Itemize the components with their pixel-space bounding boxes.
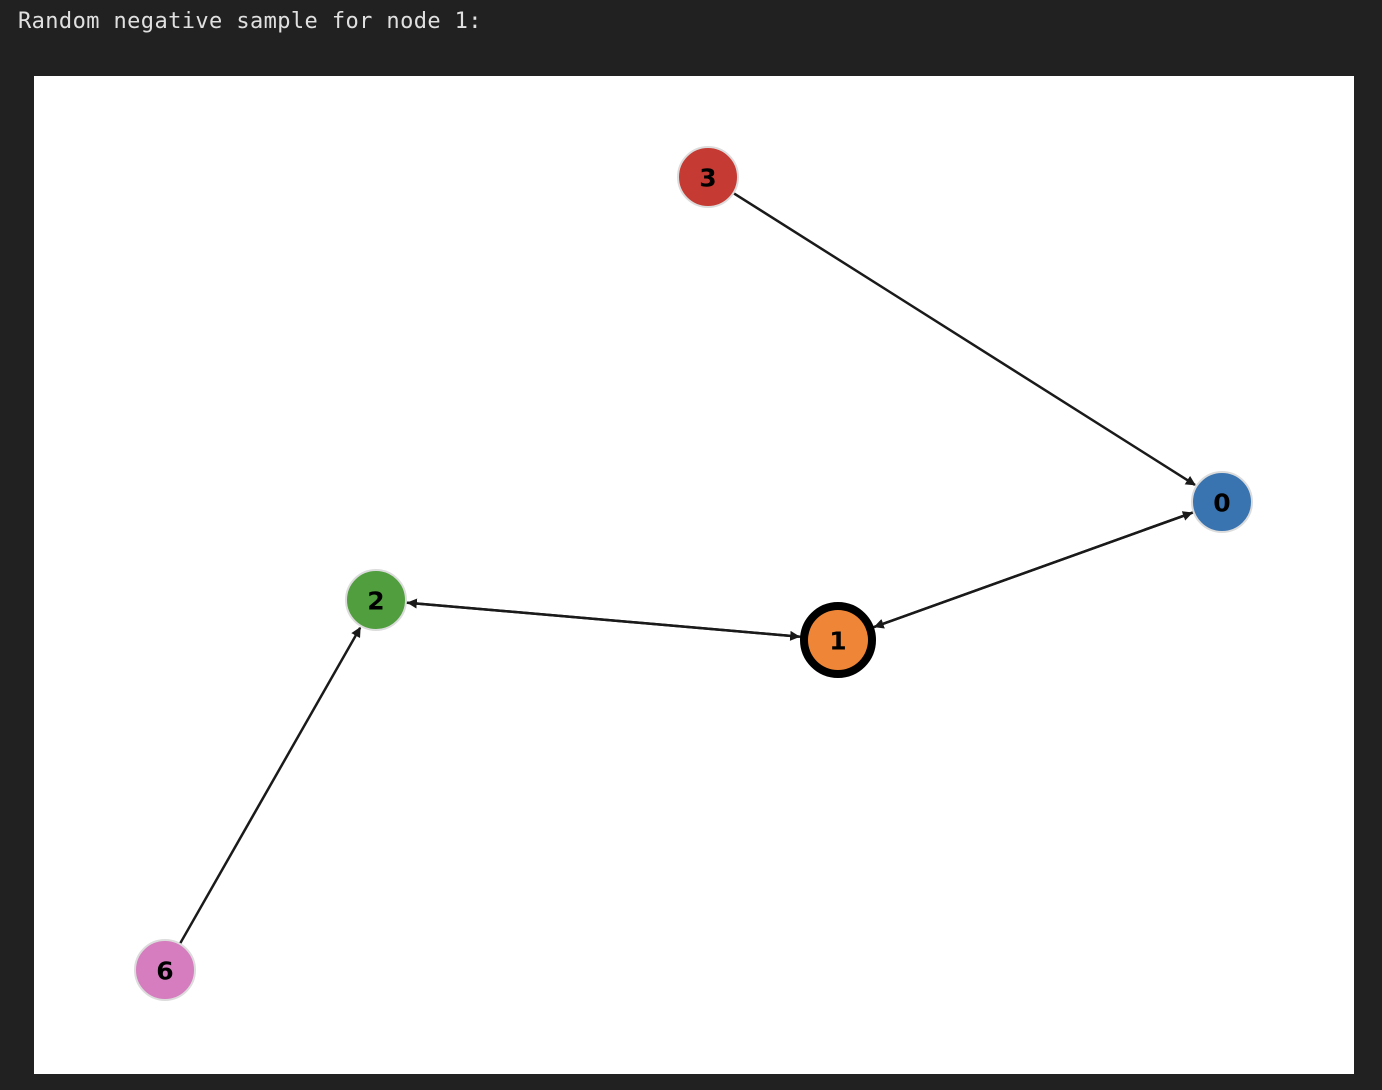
node-1-label: 1 — [829, 627, 846, 656]
node-3: 3 — [677, 146, 739, 208]
edges-layer — [178, 191, 1196, 945]
node-2: 2 — [345, 569, 407, 631]
node-6-label: 6 — [156, 957, 173, 986]
node-0: 0 — [1191, 471, 1253, 533]
node-6-circle — [134, 939, 196, 1001]
edge-3-to-0 — [732, 191, 1196, 486]
node-3-label: 3 — [699, 164, 716, 193]
node-1-highlight-ring — [800, 602, 876, 678]
node-2-circle — [345, 569, 407, 631]
edge-1-to-2 — [406, 598, 802, 639]
node-0-circle — [1191, 471, 1253, 533]
node-2-label: 2 — [367, 587, 384, 616]
edge-6-to-2 — [178, 626, 362, 945]
node-3-circle — [677, 146, 739, 208]
graph-figure: 0 1 2 3 6 — [34, 76, 1354, 1074]
edge-1-to-0 — [872, 511, 1193, 629]
node-1: 1 — [800, 602, 876, 678]
output-text: Random negative sample for node 1: — [18, 9, 482, 34]
node-1-circle — [808, 610, 868, 670]
node-6: 6 — [134, 939, 196, 1001]
nodes-layer: 0 1 2 3 6 — [134, 146, 1253, 1001]
graph-canvas: 0 1 2 3 6 — [134, 146, 1253, 1001]
node-0-label: 0 — [1213, 489, 1230, 518]
